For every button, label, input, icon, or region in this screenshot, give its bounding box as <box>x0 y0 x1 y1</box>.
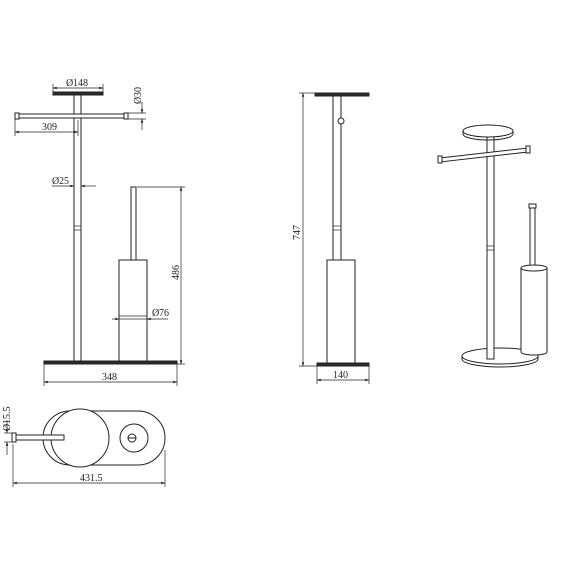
front-brush-handle <box>130 186 137 261</box>
front-brush-cylinder <box>118 259 148 362</box>
dim-plan-length: 431.5 <box>80 473 103 484</box>
dim-symbol-holder: Ø <box>152 308 159 319</box>
dim-symbol-plan-arm: Ø <box>2 424 13 431</box>
side-view: 747 140 <box>292 92 370 384</box>
side-brush-cylinder <box>326 259 356 364</box>
perspective-arm <box>439 147 529 163</box>
dim-holder-height: 486 <box>171 265 182 280</box>
perspective-top-plate <box>462 124 514 138</box>
dim-total-height: 747 <box>292 225 303 240</box>
perspective-brush-handle <box>529 205 536 269</box>
plan-view: Ø 15.5 431.5 <box>2 407 166 487</box>
front-view: Ø 148 Ø 30 309 Ø 25 486 Ø 76 348 <box>14 78 185 386</box>
side-top-plate <box>314 92 370 97</box>
dim-top-plate-diameter: 148 <box>73 78 88 89</box>
front-base <box>43 360 178 365</box>
plan-arm <box>13 434 65 441</box>
perspective-pole <box>486 133 495 360</box>
dim-symbol-pole: Ø <box>52 176 59 187</box>
front-arm <box>15 113 127 119</box>
dim-symbol-top-plate: Ø <box>66 78 73 89</box>
dim-base-width: 348 <box>102 372 117 383</box>
dim-symbol-arm: Ø <box>133 97 144 104</box>
dim-holder-diameter: 76 <box>159 308 169 319</box>
front-pole <box>73 94 82 362</box>
side-arm-knob <box>337 117 345 125</box>
dim-side-base-depth: 140 <box>333 370 348 381</box>
dim-plan-arm-diameter: 15.5 <box>2 407 13 425</box>
side-base <box>316 362 370 367</box>
perspective-view <box>437 124 548 368</box>
dim-arm-diameter: 30 <box>133 87 144 97</box>
dim-arm-length: 309 <box>42 122 57 133</box>
perspective-brush-cylinder <box>520 267 548 356</box>
dim-pole-diameter: 25 <box>59 176 69 187</box>
